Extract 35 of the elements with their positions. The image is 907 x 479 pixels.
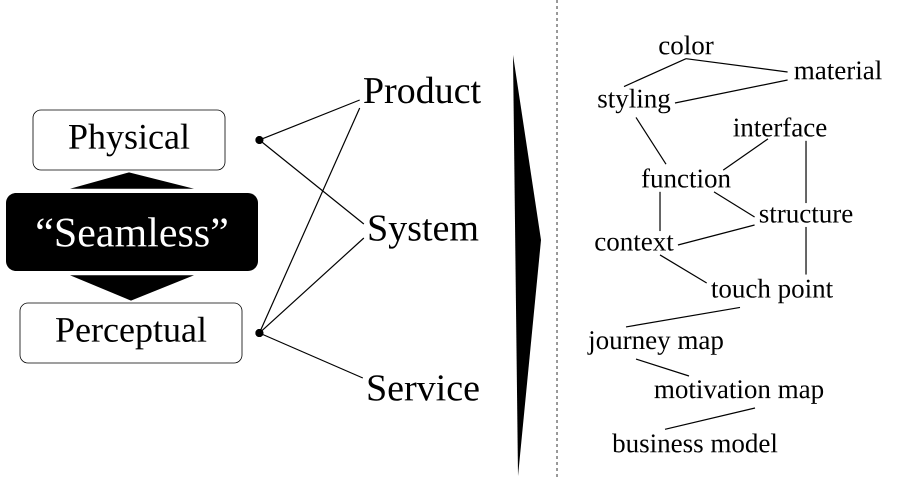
category-text: System bbox=[370, 215, 478, 249]
connector-line bbox=[678, 224, 755, 246]
connector-line bbox=[714, 191, 755, 218]
arrow bbox=[70, 275, 194, 301]
dot-line bbox=[255, 136, 364, 224]
category-text: Product bbox=[364, 76, 481, 104]
term-box: Physical bbox=[32, 110, 226, 170]
term-box: Perceptual bbox=[20, 302, 242, 364]
keyword-text: material bbox=[794, 60, 882, 80]
connector-line bbox=[624, 58, 686, 88]
dot-line bbox=[255, 329, 364, 379]
connector-line bbox=[805, 226, 807, 275]
keyword-text: function bbox=[642, 168, 731, 188]
connector-line bbox=[674, 79, 788, 104]
keyword-text: color bbox=[659, 36, 714, 54]
keyword-text: interface bbox=[733, 117, 826, 137]
keyword-text: touch point bbox=[711, 278, 833, 304]
connector-line bbox=[636, 117, 667, 164]
connector-line bbox=[636, 358, 690, 377]
category-text: Service bbox=[368, 375, 479, 401]
connector-line bbox=[626, 306, 740, 328]
keyword-text: structure bbox=[760, 207, 852, 223]
keyword-text: journey map bbox=[587, 331, 723, 355]
connector-line bbox=[660, 254, 707, 284]
connector-line bbox=[686, 58, 788, 73]
keyword-text: styling bbox=[598, 88, 670, 114]
keyword-text: motivation map bbox=[654, 380, 824, 404]
connector-line bbox=[664, 407, 756, 430]
connector-line bbox=[659, 192, 661, 232]
keyword-text: context bbox=[595, 235, 674, 251]
connector-line bbox=[805, 140, 807, 204]
connector-line bbox=[722, 138, 768, 171]
highlight-box: “Seamless” bbox=[6, 193, 258, 271]
keyword-text: business model bbox=[612, 434, 778, 452]
arrow bbox=[70, 172, 194, 189]
